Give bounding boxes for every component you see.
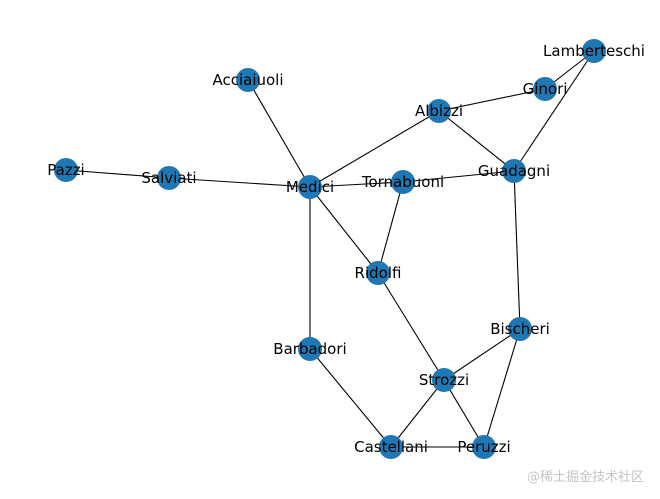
edge-bischeri-strozzi [443,328,521,381]
edge-tornabuoni-ridolfi [377,181,404,274]
node-barbadori[interactable] [298,337,322,361]
node-castellani[interactable] [379,435,403,459]
node-label-salviati: Salviati [141,169,196,187]
node-ginori[interactable] [533,77,557,101]
node-label-medici: Medici [286,178,334,196]
edge-albizzi-guadagni [438,110,515,172]
edge-strozzi-peruzzi [443,379,485,448]
edge-albizzi-ginori [438,88,546,112]
node-bischeri[interactable] [508,317,532,341]
node-label-peruzzi: Peruzzi [457,438,510,456]
node-salviati[interactable] [157,166,181,190]
node-peruzzi[interactable] [472,435,496,459]
node-label-acciaiuoli: Acciaiuoli [212,71,283,89]
node-acciaiuoli[interactable] [236,68,260,92]
node-lamberteschi[interactable] [582,39,606,63]
node-label-guadagni: Guadagni [478,162,550,180]
edge-tornabuoni-guadagni [402,170,515,183]
node-label-albizzi: Albizzi [415,102,463,120]
node-label-ridolfi: Ridolfi [355,264,402,282]
edge-strozzi-castellani [390,379,445,448]
edge-bischeri-peruzzi [483,328,521,448]
edge-salviati-medici [168,177,311,188]
node-tornabuoni[interactable] [391,170,415,194]
edge-layer [65,50,595,448]
node-label-tornabuoni: Tornabuoni [361,173,444,191]
edge-medici-tornabuoni [309,181,404,188]
node-medici[interactable] [298,175,322,199]
node-label-lamberteschi: Lamberteschi [543,42,645,60]
node-pazzi[interactable] [54,158,78,182]
node-ridolfi[interactable] [366,261,390,285]
node-label-bischeri: Bischeri [490,320,550,338]
node-label-ginori: Ginori [523,80,568,98]
edge-medici-ridolfi [309,186,379,274]
node-guadagni[interactable] [502,159,526,183]
node-albizzi[interactable] [427,99,451,123]
edge-medici-albizzi [309,110,440,188]
edge-lamberteschi-guadagni [513,50,595,172]
node-label-castellani: Castellani [354,438,428,456]
edge-barbadori-castellani [309,348,392,448]
edge-pazzi-salviati [65,169,170,179]
node-strozzi[interactable] [432,368,456,392]
node-label-barbadori: Barbadori [273,340,346,358]
node-layer [54,39,606,459]
node-label-pazzi: Pazzi [47,161,84,179]
edge-acciaiuoli-medici [247,79,311,188]
edge-guadagni-bischeri [513,170,521,330]
node-label-strozzi: Strozzi [419,371,469,389]
watermark: @稀土掘金技术社区 [526,470,644,485]
edge-ridolfi-strozzi [377,272,445,381]
